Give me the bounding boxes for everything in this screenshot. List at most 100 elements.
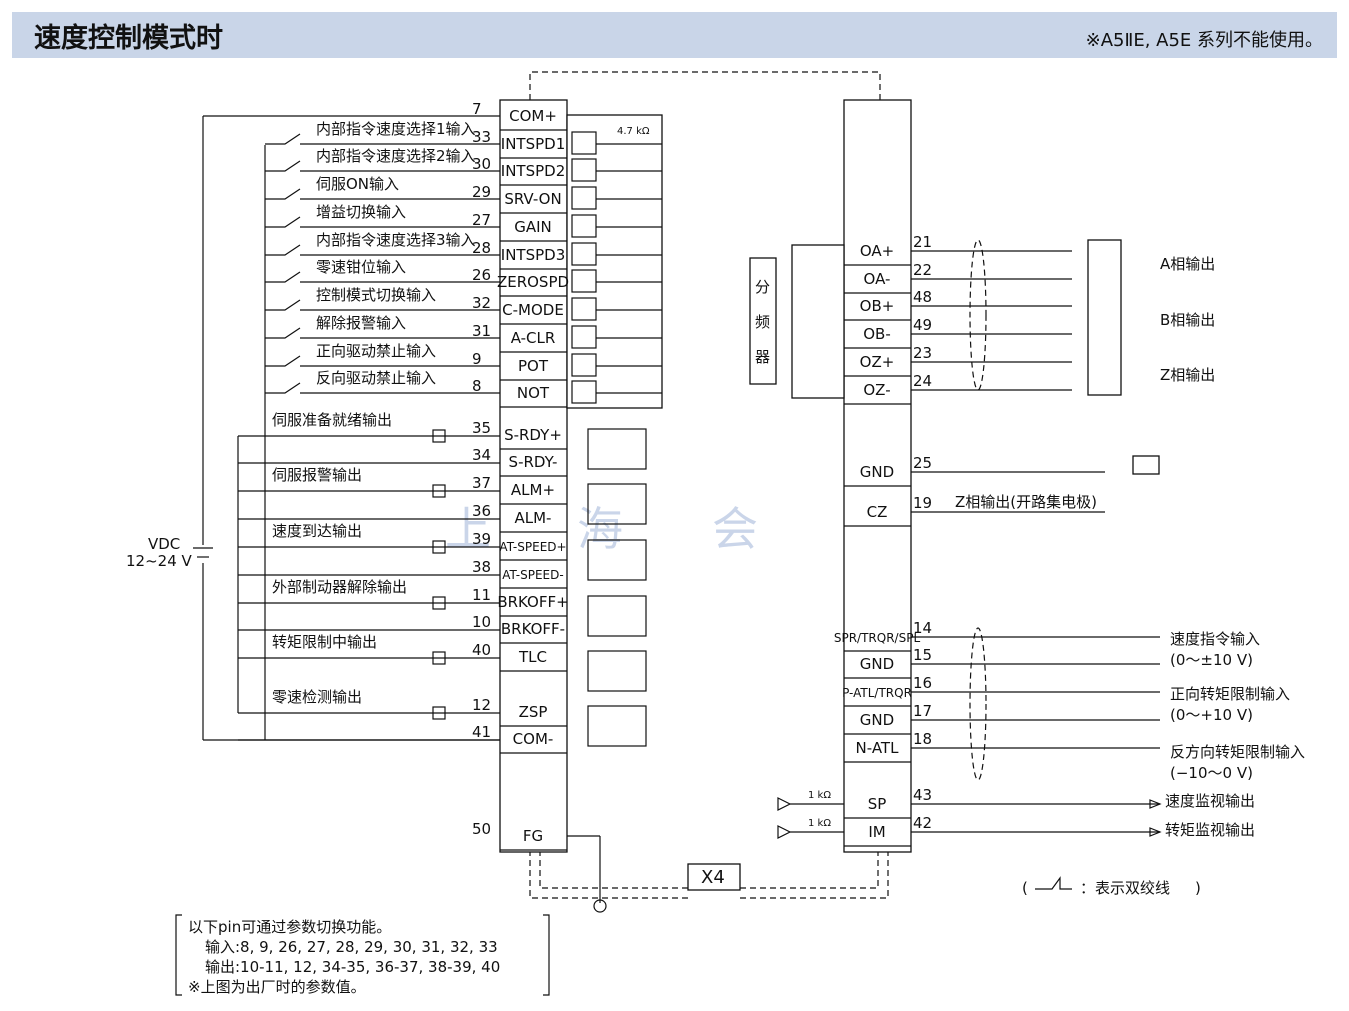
switch-icon bbox=[265, 271, 500, 283]
svg-text:1 kΩ: 1 kΩ bbox=[808, 790, 831, 801]
arrow-icon bbox=[1149, 827, 1162, 837]
pin-signal: TLC bbox=[518, 648, 547, 666]
pin-signal: COM- bbox=[513, 730, 554, 748]
buffer-icon bbox=[777, 825, 792, 839]
pin-number: 41 bbox=[472, 723, 491, 741]
switch-icon bbox=[265, 160, 500, 172]
supply-label: VDC bbox=[148, 535, 180, 553]
svg-text:(0～+10 V): (0～+10 V) bbox=[1170, 706, 1253, 724]
reverse-torque-limit-input: 反方向转矩限制输入 bbox=[1170, 743, 1305, 761]
pin-signal: OZ+ bbox=[860, 353, 895, 371]
a-phase-output: A相输出 bbox=[1160, 255, 1215, 273]
pin-function-label: 控制模式切换输入 bbox=[316, 286, 436, 304]
pin-signal: IM bbox=[868, 823, 885, 841]
footnote-line: 输入:8, 9, 26, 27, 28, 29, 30, 31, 32, 33 bbox=[205, 938, 498, 956]
relay-icon bbox=[432, 540, 446, 554]
pin-number: 32 bbox=[472, 294, 491, 312]
optocoupler-icon bbox=[571, 297, 597, 321]
switch-icon bbox=[265, 327, 500, 339]
pin-signal: C-MODE bbox=[502, 301, 564, 319]
shield-top bbox=[529, 71, 881, 100]
output-transistor-icon bbox=[587, 705, 647, 747]
pin-number: 33 bbox=[472, 128, 491, 146]
pin-number: 15 bbox=[913, 646, 932, 664]
output-transistor-icon bbox=[587, 428, 647, 470]
input-resistor-label: 4.7 kΩ bbox=[617, 126, 650, 137]
pin-function-label: 伺服报警输出 bbox=[272, 466, 362, 484]
switch-icon bbox=[265, 133, 500, 145]
pin-number: 26 bbox=[472, 266, 491, 284]
cable-shield-icon bbox=[969, 239, 987, 391]
pin-number: 35 bbox=[472, 419, 491, 437]
supply-range: 12~24 V bbox=[126, 552, 193, 570]
b-phase-output: B相输出 bbox=[1160, 311, 1215, 329]
pin-signal: GND bbox=[860, 463, 894, 481]
right-connector bbox=[843, 99, 912, 853]
pin-number: 21 bbox=[913, 233, 932, 251]
pin-signal: N-ATL bbox=[856, 739, 900, 757]
input-opto-block bbox=[566, 114, 663, 409]
pin-function-label: 正向驱动禁止输入 bbox=[316, 342, 436, 360]
forward-torque-limit-input: 正向转矩限制输入 bbox=[1170, 685, 1290, 703]
pin-number: 19 bbox=[913, 494, 932, 512]
cable-shield-icon bbox=[969, 627, 987, 781]
pin-number: 38 bbox=[472, 558, 491, 576]
pin-signal: GND bbox=[860, 711, 894, 729]
z-phase-output: Z相输出 bbox=[1160, 366, 1215, 384]
optocoupler-icon bbox=[571, 380, 597, 404]
switch-icon bbox=[265, 299, 500, 311]
pin-signal: SP bbox=[868, 795, 887, 813]
torque-monitor-output: 转矩监视输出 bbox=[1165, 821, 1255, 839]
switch-icon bbox=[265, 188, 500, 200]
svg-text:(0～±10 V): (0～±10 V) bbox=[1170, 651, 1253, 669]
pin-signal: INTSPD1 bbox=[501, 135, 565, 153]
pin-number: 14 bbox=[913, 619, 932, 637]
series-note: ※A5ⅡE, A5E 系列不能使用。 bbox=[1085, 30, 1323, 51]
optocoupler-icon bbox=[571, 325, 597, 349]
pin-number: 34 bbox=[472, 446, 491, 464]
pin-number: 43 bbox=[913, 786, 932, 804]
line-receiver-block bbox=[1087, 239, 1122, 396]
pin-number: 27 bbox=[472, 211, 491, 229]
pin-signal: FG bbox=[523, 827, 543, 845]
pin-number: 37 bbox=[472, 474, 491, 492]
pin-number: 40 bbox=[472, 641, 491, 659]
cable-label: X4 bbox=[701, 867, 725, 888]
shield-bottom bbox=[529, 850, 889, 899]
pin-function-label: 外部制动器解除输出 bbox=[272, 578, 407, 596]
pin-signal: NOT bbox=[517, 384, 550, 402]
page-title: 速度控制模式时 bbox=[34, 23, 223, 54]
z-open-collector-label: Z相输出(开路集电极) bbox=[955, 493, 1097, 511]
pin-function-label: 速度到达输出 bbox=[272, 522, 362, 540]
output-transistor-icon bbox=[587, 595, 647, 637]
divider-char: 器 bbox=[755, 348, 770, 366]
relay-icon bbox=[432, 706, 446, 720]
pin-signal: P-ATL/TRQR bbox=[842, 686, 912, 700]
pin-signal: INTSPD3 bbox=[501, 246, 565, 264]
pin-number: 18 bbox=[913, 730, 932, 748]
pin-function-label: 解除报警输入 bbox=[316, 314, 406, 332]
pin-number: 10 bbox=[472, 613, 491, 631]
pin-signal: OA- bbox=[864, 270, 891, 288]
pin-signal: A-CLR bbox=[511, 329, 556, 347]
speed-command-input: 速度指令输入 bbox=[1170, 630, 1260, 648]
pin-signal: OB+ bbox=[860, 297, 895, 315]
pin-signal: SRV-ON bbox=[504, 190, 561, 208]
pin-number: 24 bbox=[913, 372, 932, 390]
twisted-pair-legend: ：表示双绞线 bbox=[1080, 879, 1170, 897]
optocoupler-icon bbox=[571, 158, 597, 182]
ground-icon bbox=[593, 899, 607, 913]
pin-number: 11 bbox=[472, 586, 491, 604]
pin-signal: ALM- bbox=[515, 509, 552, 527]
watermark-char: 会 bbox=[712, 502, 758, 556]
pin-signal: POT bbox=[518, 357, 549, 375]
pin-number: 17 bbox=[913, 702, 932, 720]
pin-function-label: 内部指令速度选择3输入 bbox=[316, 231, 476, 249]
buffer-icon bbox=[777, 797, 792, 811]
pin-signal: S-RDY- bbox=[509, 453, 558, 471]
pin-number: 31 bbox=[472, 322, 491, 340]
pin-number: 36 bbox=[472, 502, 491, 520]
pin-number: 50 bbox=[472, 820, 491, 838]
pin-signal: GND bbox=[860, 655, 894, 673]
